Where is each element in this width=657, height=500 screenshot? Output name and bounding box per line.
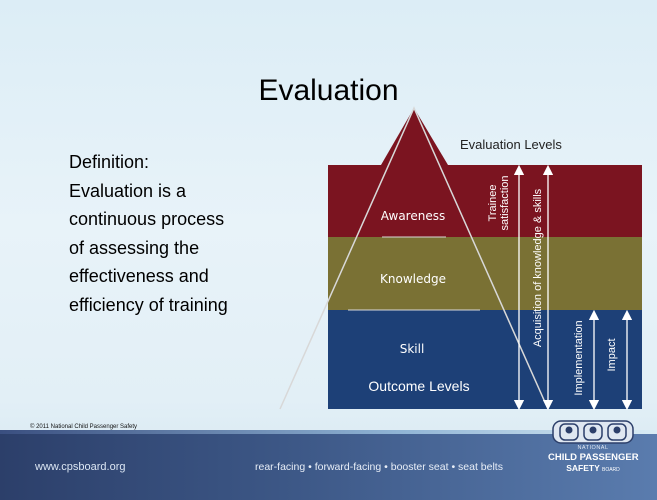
definition-line: Definition:	[69, 152, 150, 172]
slide-title: Evaluation	[258, 74, 399, 107]
definition-line: Evaluation is a	[69, 180, 187, 201]
pyramid-apex	[381, 108, 448, 165]
label-satisfaction: satisfaction	[499, 175, 511, 230]
definition-line: continuous process	[69, 209, 225, 229]
footer-tagline: rear-facing • forward-facing • booster s…	[255, 461, 503, 473]
definition-line: effectiveness and	[69, 266, 209, 286]
label-trainee: Trainee	[487, 185, 499, 222]
label-implementation: Implementation	[573, 320, 585, 395]
logo-safety-word: SAFETY	[566, 463, 600, 473]
evaluation-pyramid-diagram: Awareness Knowledge Skill Outcome Levels…	[279, 106, 642, 411]
level-label-knowledge: Knowledge	[380, 272, 446, 286]
car-seat-icon	[552, 420, 634, 444]
footer-bar	[0, 434, 657, 500]
logo-board-word: BOARD	[601, 467, 620, 473]
outcome-levels-label: Outcome Levels	[368, 378, 469, 394]
level-label-awareness: Awareness	[381, 209, 445, 223]
logo-safety: SAFETY BOARD	[548, 463, 638, 473]
label-acquisition: Acquisition of knowledge & skills	[532, 188, 544, 347]
footer-divider	[0, 430, 657, 434]
definition-line: efficiency of training	[69, 294, 228, 315]
awareness-band	[328, 165, 642, 237]
copyright-text: © 2011 National Child Passenger Safety	[30, 424, 138, 430]
website-link[interactable]: www.cpsboard.org	[35, 461, 126, 473]
level-label-skill: Skill	[400, 342, 425, 356]
logo-national: NATIONAL	[577, 445, 609, 451]
evaluation-levels-label: Evaluation Levels	[460, 137, 562, 152]
pyramid-outline	[279, 106, 549, 410]
knowledge-band	[328, 237, 642, 310]
logo-child-passenger: CHILD PASSENGER	[548, 452, 639, 463]
definition-line: of assessing the	[69, 237, 200, 258]
label-impact: Impact	[606, 338, 618, 371]
cps-board-logo: NATIONAL CHILD PASSENGER SAFETY BOARD	[548, 415, 639, 477]
skill-band	[328, 310, 642, 409]
definition-text: Definition: Evaluation is a continuous p…	[69, 148, 289, 319]
